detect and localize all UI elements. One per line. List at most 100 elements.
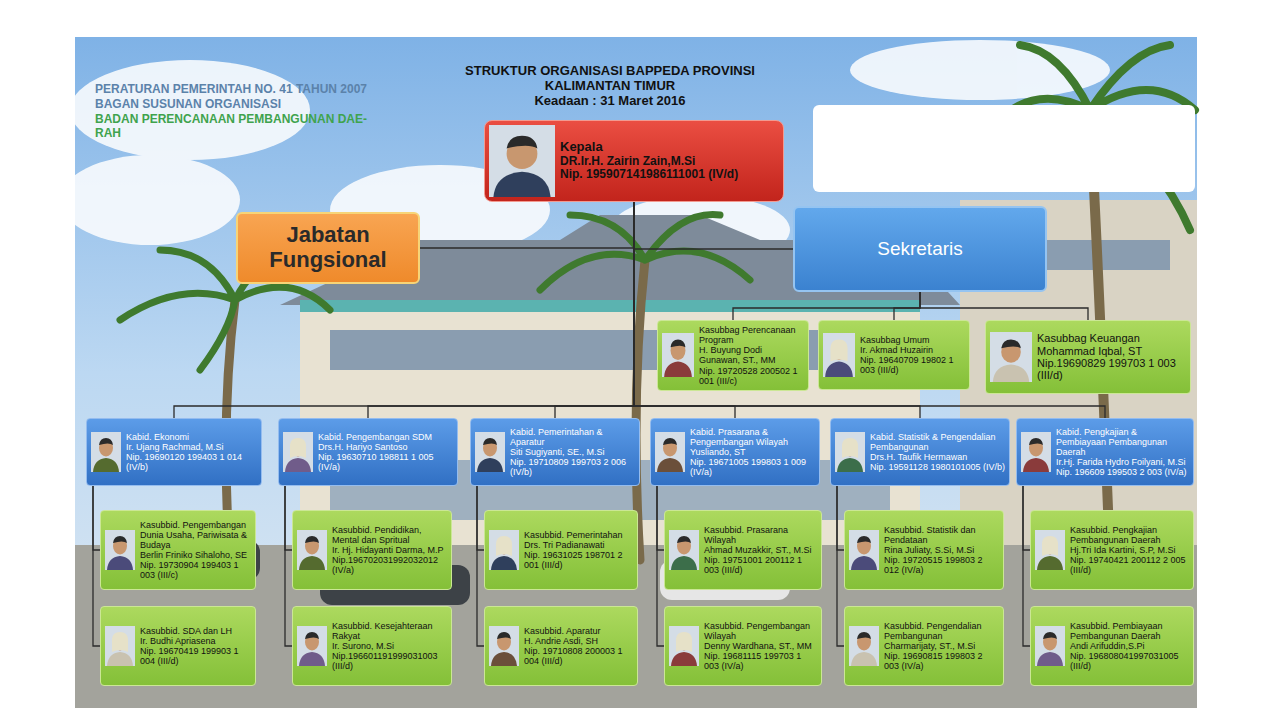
connector-line: [93, 486, 100, 646]
portrait-photo: [655, 432, 685, 472]
photo-body: [837, 458, 863, 472]
connector-line: [894, 292, 920, 320]
division-box: Kabid. Pemerintahan & AparaturSiti Sugiy…: [470, 418, 640, 486]
employee-id: Nip. 195907141986111001 (IV/d): [560, 168, 779, 182]
photo-hair: [1043, 632, 1057, 639]
photo-hair: [305, 536, 319, 543]
photo-hair: [1001, 340, 1021, 349]
position-title: Kasubbag Keuangan: [1037, 332, 1186, 344]
subdivision-box: Kasubbid. Pengendalian PembangunanCharma…: [844, 606, 1004, 686]
portrait-photo: [297, 626, 327, 666]
official-name: Andi Arifuddin,S.Pi: [1070, 641, 1189, 651]
text-column: Kasubbid. Pengkajian Pembangunan DaerahH…: [1070, 525, 1189, 576]
position-title: Kasubbag Umum: [860, 335, 965, 345]
position-title: Kasubbid. Pengembangan Dunia Usaha, Pari…: [140, 520, 251, 550]
connector-line: [93, 486, 100, 550]
photo-hair: [1029, 438, 1043, 445]
photo-hair: [671, 340, 686, 348]
position-title: Kasubbid. Prasarana Wilayah: [704, 525, 817, 545]
employee-id: Nip. 19690120 199403 1 014 (IV/b): [126, 452, 257, 472]
text-column: Kasubbid. Pengendalian PembangunanCharma…: [884, 621, 999, 672]
connector-line: [837, 486, 844, 550]
subdivision-box: Kasubbid. Pengembangan WilayahDenny Ward…: [664, 606, 822, 686]
text-column: Kasubbid. Pembiayaan Pembangunan DaerahA…: [1070, 621, 1189, 672]
photo-body: [299, 652, 325, 666]
division-box: Kabid. Pengkajian & Pembiayaan Pembangun…: [1016, 418, 1194, 486]
position-title: Kasubbid. SDA dan LH: [140, 626, 251, 636]
employee-id: Nip.196601191999031003 (III/d): [332, 651, 447, 671]
subdivision-box: Kasubbid. Pembiayaan Pembangunan DaerahA…: [1030, 606, 1194, 686]
portrait-photo: [669, 530, 699, 570]
cloud: [850, 40, 1110, 100]
subdivision-box: Kasubbid. Pengembangan Dunia Usaha, Pari…: [100, 510, 256, 590]
text-column: Jabatan Fungsional: [242, 223, 414, 273]
employee-id: Nip.196702031992032012 (IV/a): [332, 555, 447, 575]
portrait-photo: [990, 332, 1032, 382]
employee-id: Nip. 19681115 199703 1 003 (IV/a): [704, 651, 817, 671]
official-name: Drs.H. Taufik Hermawan: [870, 452, 1005, 462]
portrait-photo: [91, 432, 121, 472]
photo-body: [1037, 556, 1063, 570]
employee-id: Nip. 19710809 199703 2 006 (IV/b): [510, 457, 635, 477]
connector-line: [555, 202, 634, 418]
employee-id: Nip. 19670419 199903 1 004 (III/d): [140, 646, 251, 666]
official-name: Ir. Hj. Hidayanti Darma, M.P: [332, 545, 447, 555]
employee-id: Nip. 19671005 199803 1 009 (IV/a): [690, 457, 815, 477]
text-column: Kasubbid. Pengembangan WilayahDenny Ward…: [704, 621, 817, 672]
official-name: Mohammad Iqbal, ST: [1037, 345, 1186, 357]
photo-hair: [663, 438, 677, 445]
text-column: Kabid. Pengembangan SDMDrs.H. Hariyo San…: [318, 432, 453, 473]
photo-ground: [297, 626, 327, 666]
photo-hair: [99, 438, 113, 445]
photo-hair: [305, 632, 319, 639]
portrait-photo: [489, 530, 519, 570]
text-column: Sekretaris: [799, 238, 1041, 259]
connector-line: [733, 292, 920, 320]
photo-ground: [1035, 530, 1065, 570]
position-title: Kabid. Pengembangan SDM: [318, 432, 453, 442]
official-name: Rina Juliaty, S.Si, M.Si: [884, 545, 999, 555]
box-label: Jabatan Fungsional: [242, 223, 414, 273]
position-title: Kasubbag Perencanaan Program: [699, 325, 804, 345]
photo-hair: [857, 632, 871, 639]
official-name: Siti Sugiyanti, SE., M.Si: [510, 447, 635, 457]
header-block: STRUKTUR ORGANISASI BAPPEDA PROVINSI KAL…: [420, 64, 800, 109]
cloud: [60, 155, 240, 245]
position-title: Kasubbid. Pengembangan Wilayah: [704, 621, 817, 641]
photo-body: [671, 652, 697, 666]
text-column: Kasubbag Perencanaan ProgramH. Buyung Do…: [699, 325, 804, 386]
position-title: Kepala: [560, 140, 779, 155]
photo-ground: [655, 432, 685, 472]
box-label: Sekretaris: [799, 238, 1041, 259]
photo-body: [107, 556, 133, 570]
portrait-photo: [105, 626, 135, 666]
text-column: Kabid. Pemerintahan & AparaturSiti Sugiy…: [510, 427, 635, 478]
employee-id: Nip. 19720528 200502 1 001 (III/c): [699, 366, 804, 386]
photo-body: [285, 458, 311, 472]
photo-body: [491, 556, 517, 570]
photo-body: [107, 652, 133, 666]
official-name: Ir.Hj. Farida Hydro Foilyani, M.Si: [1056, 457, 1189, 467]
text-column: Kasubbid. Kesejahteraan RakyatIr. Surono…: [332, 621, 447, 672]
position-title: Kabid. Pemerintahan & Aparatur: [510, 427, 635, 447]
photo-ground: [662, 333, 694, 377]
photo-body: [93, 458, 119, 472]
subsection-box: Kasubbag Perencanaan ProgramH. Buyung Do…: [657, 320, 809, 391]
employee-id: Nip. 19730904 199403 1 003 (III/c): [140, 560, 251, 580]
employee-id: Nip. 19710808 200003 1 004 (III/d): [524, 646, 633, 666]
photo-body: [851, 556, 877, 570]
photo-body: [477, 458, 503, 472]
text-column: Kasubbid. PemerintahanDrs. Tri Padianawa…: [524, 530, 633, 571]
employee-id: Nip. 19631025 198701 2 001 (III/d): [524, 550, 633, 570]
employee-id: Nip. 19640709 19802 1 003 (III/d): [860, 355, 965, 375]
photo-body: [1023, 458, 1049, 472]
division-box: Kabid. Statistik & Pengendalian Pembangu…: [830, 418, 1010, 486]
photo-hair: [857, 536, 871, 543]
position-title: Kasubbid. Pembiayaan Pembangunan Daerah: [1070, 621, 1189, 641]
position-title: Kabid. Prasarana & Pengembangan Wilayah: [690, 427, 815, 447]
position-title: Kabid. Pengkajian & Pembiayaan Pembangun…: [1056, 427, 1189, 457]
photo-body: [671, 556, 697, 570]
subdivision-box: Kasubbid. SDA dan LHIr. Budhi ApriasenaN…: [100, 606, 256, 686]
official-name: Ir. Surono, M.Si: [332, 641, 447, 651]
portrait-photo: [1035, 626, 1065, 666]
